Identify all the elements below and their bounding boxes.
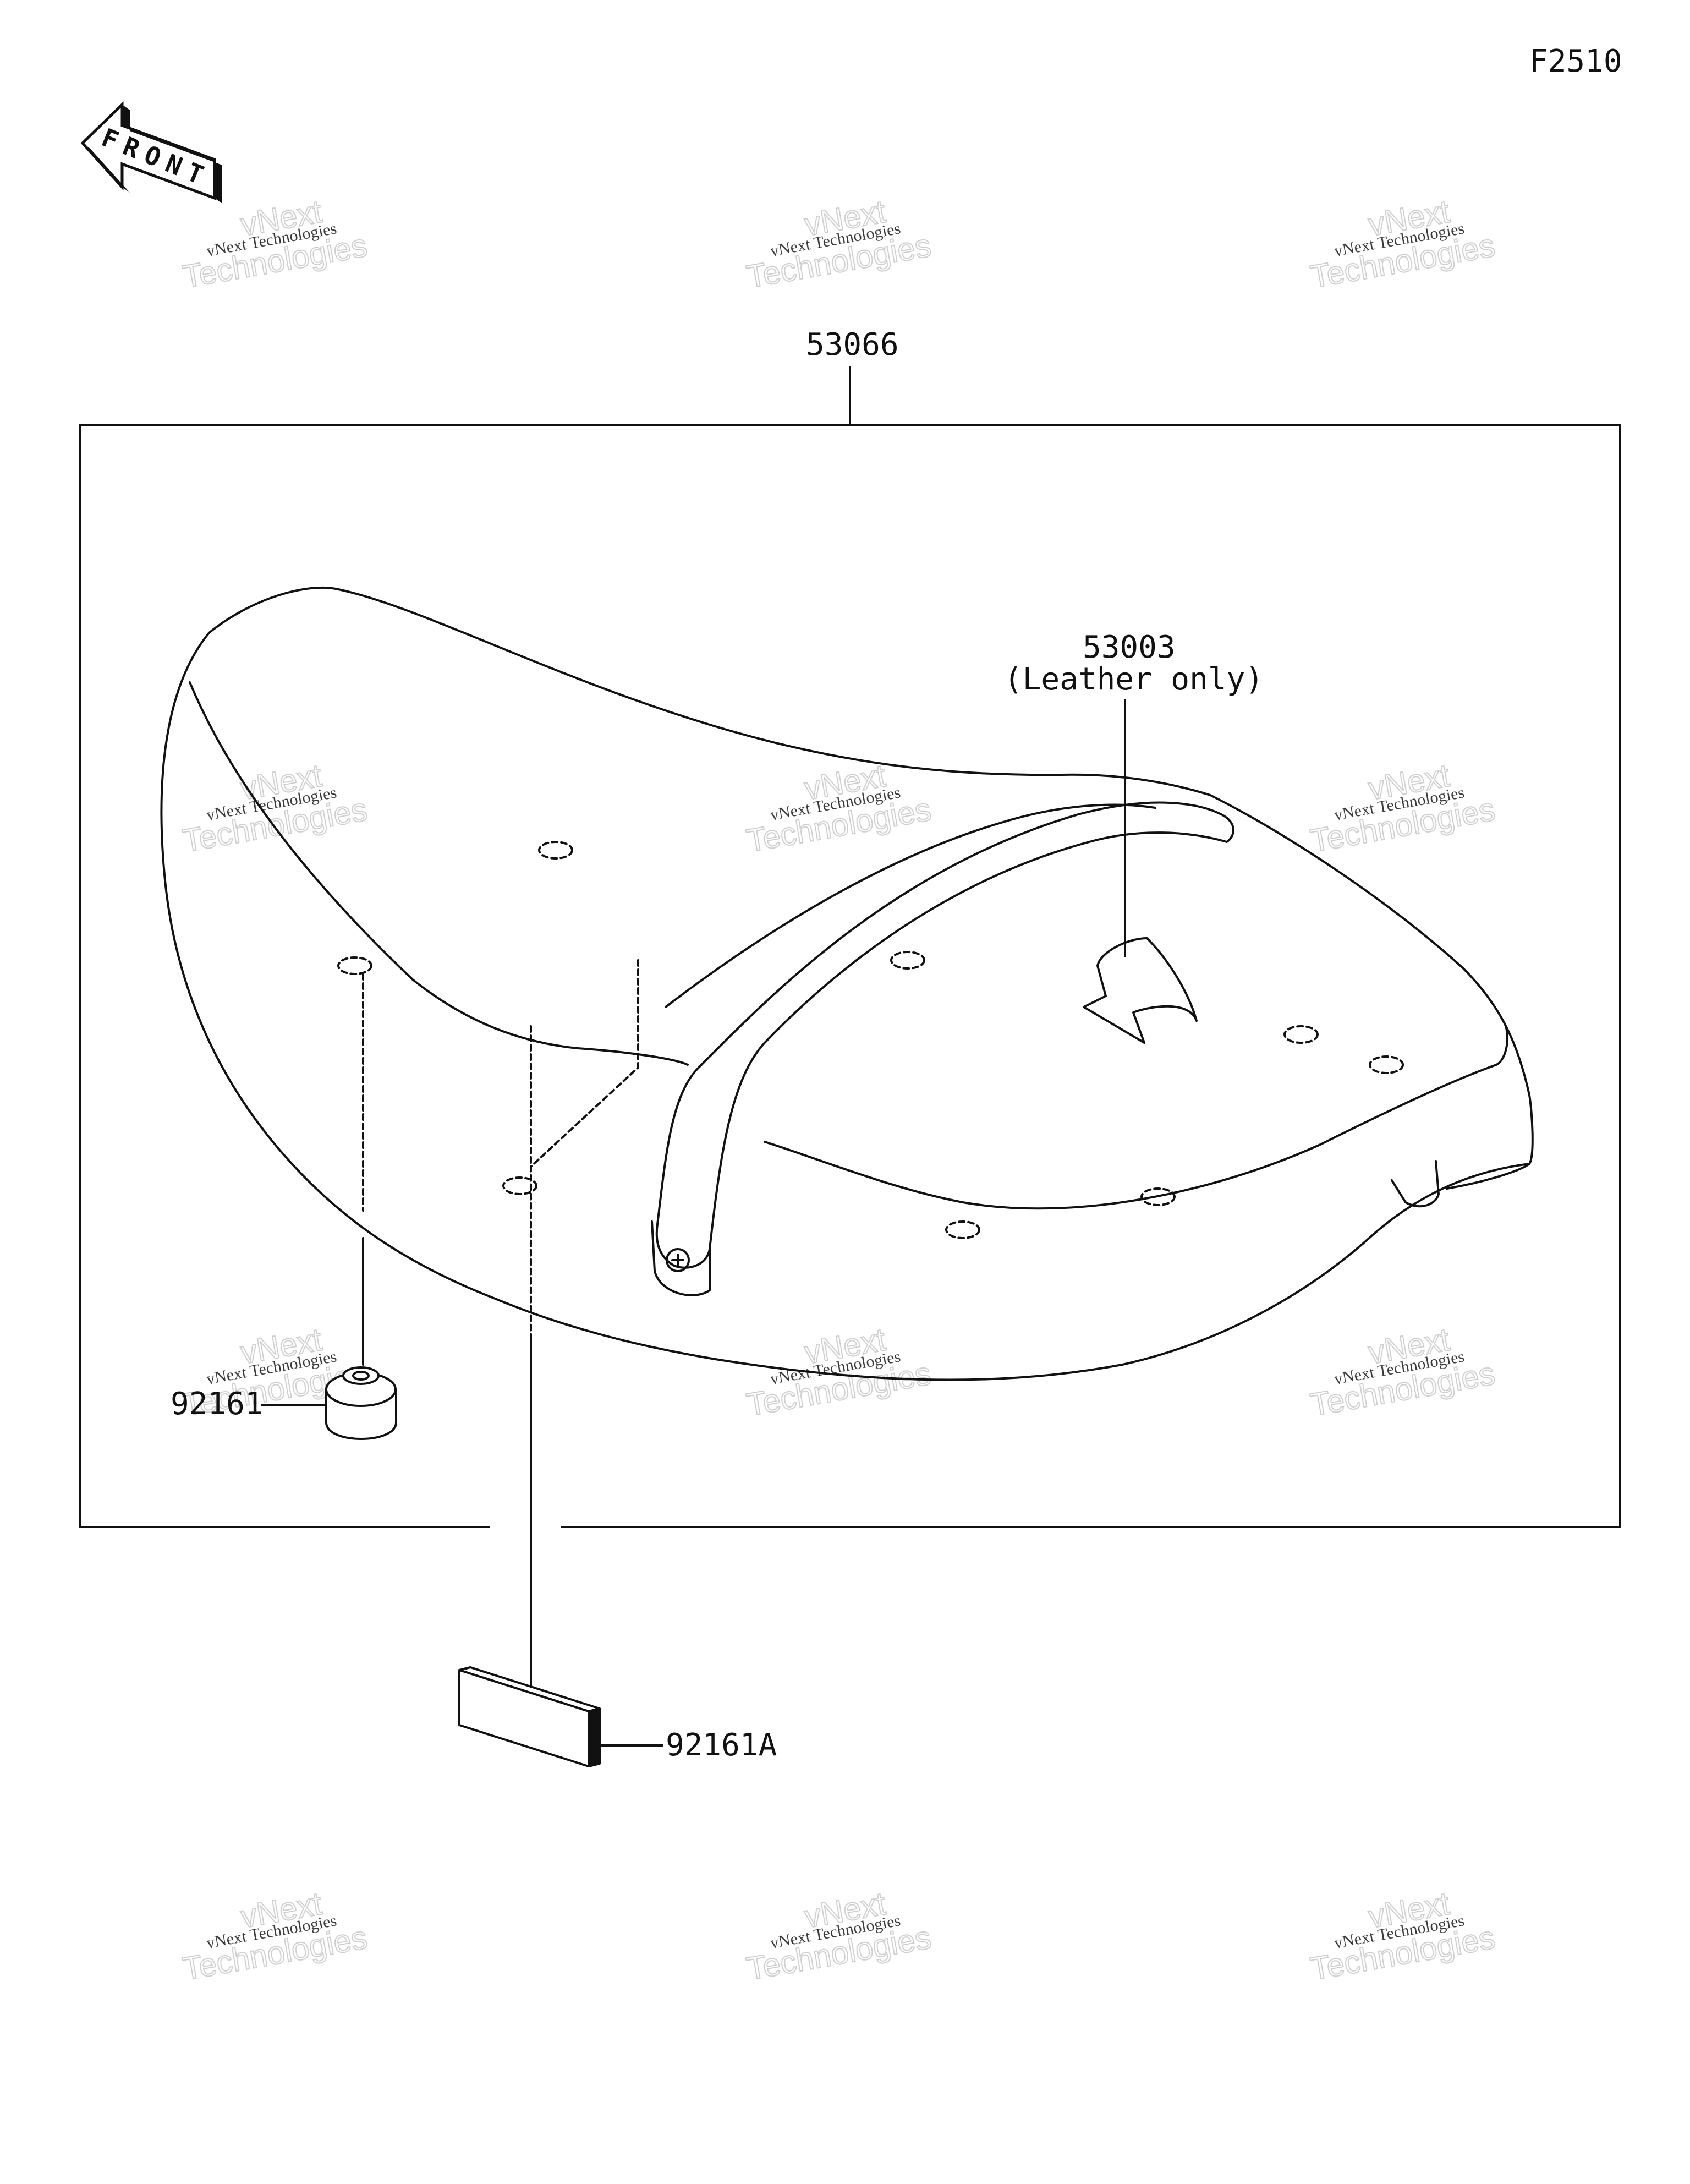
seat-outline — [160, 586, 1534, 1381]
watermark: vNext vNext Technologies Technologies — [743, 1321, 934, 1424]
watermark: vNext vNext Technologies Technologies — [179, 193, 370, 295]
watermark: vNext vNext Technologies Technologies — [1307, 757, 1498, 860]
hidden-cavity — [530, 959, 639, 1371]
part-label-53003: 53003 — [1083, 630, 1176, 665]
figure-code: F2510 — [1529, 43, 1622, 79]
damper-92161 — [325, 1366, 397, 1440]
mount-hole-marker — [1283, 1025, 1319, 1044]
watermark: vNext vNext Technologies Technologies — [179, 757, 370, 860]
part-note-53003: (Leather only) — [1004, 661, 1264, 697]
watermark: vNext vNext Technologies Technologies — [743, 193, 934, 295]
mount-hole-marker — [1369, 1055, 1404, 1074]
watermark: vNext vNext Technologies Technologies — [1307, 1321, 1498, 1424]
part-label-92161: 92161 — [171, 1386, 264, 1422]
watermark: vNext vNext Technologies Technologies — [743, 757, 934, 860]
watermark: vNext vNext Technologies Technologies — [1307, 193, 1498, 295]
watermark: vNext vNext Technologies Technologies — [743, 1885, 934, 1988]
cover-piece — [1083, 937, 1198, 1044]
mount-hole-marker — [502, 1176, 537, 1195]
seat-strap — [655, 801, 1234, 1269]
watermark: vNext vNext Technologies Technologies — [1307, 1885, 1498, 1988]
part-label-92161A: 92161A — [666, 1727, 777, 1763]
assembly-frame — [79, 424, 1621, 1528]
watermark: vNext vNext Technologies Technologies — [179, 1885, 370, 1988]
mount-hole-marker — [337, 956, 372, 975]
damper-92161A — [458, 1666, 601, 1767]
part-label-53066: 53066 — [806, 327, 899, 363]
watermark-grid: vNext vNext Technologies Technologies vN… — [179, 193, 1498, 1988]
front-arrow-icon: FRONT — [80, 101, 222, 204]
mount-hole-marker — [538, 841, 573, 860]
mount-hole-marker — [945, 1220, 980, 1239]
mount-hole-marker — [890, 951, 925, 970]
seat-drawing — [160, 586, 1534, 1701]
strap-bolt-icon — [666, 1248, 690, 1272]
strap-bracket — [651, 1220, 711, 1296]
mount-hole-marker — [1140, 1187, 1176, 1206]
